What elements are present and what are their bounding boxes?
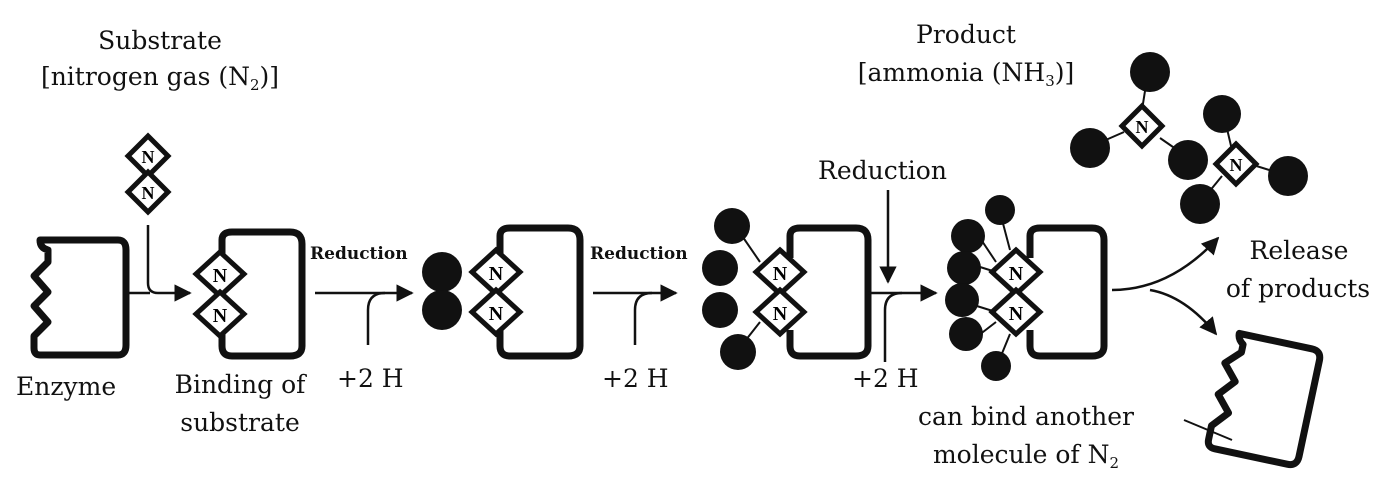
hydrogen-atom (945, 283, 979, 317)
release-arrow-up (1111, 236, 1220, 292)
ammonia-molecule-1: N (1070, 52, 1208, 180)
release-arrow-down (1149, 288, 1218, 336)
hydrogen-atom (981, 351, 1011, 381)
plus-h-label-3: +2 H (852, 364, 919, 393)
n-atom-label: N (1009, 263, 1024, 285)
reduction-label-2: Reduction (590, 244, 688, 264)
reduction-label-1: Reduction (310, 244, 408, 264)
enzyme-stage-4: N N (702, 208, 872, 370)
hydrogen-atom (951, 219, 985, 253)
n-atom-label: N (213, 265, 228, 287)
substrate-arrow (146, 225, 192, 302)
ammonia-molecule-2: N (1180, 95, 1308, 224)
hydrogen-atom (422, 290, 462, 330)
hydrogen-atom (1203, 95, 1241, 133)
hydrogen-atom (985, 195, 1015, 225)
n-atom-label: N (1136, 117, 1149, 137)
binding-label-line2: substrate (180, 408, 300, 437)
enzyme-label: Enzyme (16, 372, 117, 401)
n-atom-label: N (142, 147, 155, 167)
hydrogen-input-2 (633, 291, 653, 345)
rebind-label-line2: molecule of N2 (932, 440, 1120, 472)
hydrogen-input-1 (366, 291, 386, 345)
hydrogen-atom (702, 250, 738, 286)
hydrogen-atom (422, 252, 462, 292)
release-label-line2: of products (1225, 274, 1371, 303)
rebind-label-line1: can bind another (918, 402, 1134, 431)
n-atom-label: N (213, 305, 228, 327)
n-atom-label: N (489, 263, 504, 285)
hydrogen-atom (949, 317, 983, 351)
hydrogen-atom (1130, 52, 1170, 92)
n-atom-label: N (773, 303, 788, 325)
hydrogen-atom (947, 251, 981, 285)
binding-label-line1: Binding of (174, 370, 306, 399)
n-atom-label: N (489, 303, 504, 325)
hydrogen-atom (714, 208, 750, 244)
plus-h-label-2: +2 H (602, 364, 669, 393)
n2-free-molecule: N N (124, 132, 172, 216)
enzyme-regenerated (1204, 329, 1324, 469)
n-atom-label: N (773, 263, 788, 285)
product-title: Product (916, 20, 1016, 49)
hydrogen-atom (1180, 184, 1220, 224)
hydrogen-atom (1268, 156, 1308, 196)
product-formula: [ammonia (NH3)] (857, 58, 1075, 90)
n-atom-label: N (142, 183, 155, 203)
hydrogen-atom (702, 292, 738, 328)
reduction-label-3: Reduction (818, 156, 947, 185)
rebind-pointer (1183, 419, 1233, 441)
plus-h-label-1: +2 H (337, 364, 404, 393)
enzyme-free (30, 236, 130, 359)
substrate-title: Substrate (98, 26, 222, 55)
hydrogen-atom (720, 334, 756, 370)
enzyme-stage-3: N N (422, 224, 584, 360)
n-atom-label: N (1230, 155, 1243, 175)
hydrogen-atom (1070, 128, 1110, 168)
substrate-formula: [nitrogen gas (N2)] (40, 62, 280, 94)
enzyme-stage-5: N N (945, 195, 1108, 381)
release-label-line1: Release (1249, 236, 1349, 265)
hydrogen-input-3 (883, 291, 903, 362)
hydrogen-atom (1168, 140, 1208, 180)
n-atom-label: N (1009, 303, 1024, 325)
enzyme-bound: N N (192, 228, 306, 360)
